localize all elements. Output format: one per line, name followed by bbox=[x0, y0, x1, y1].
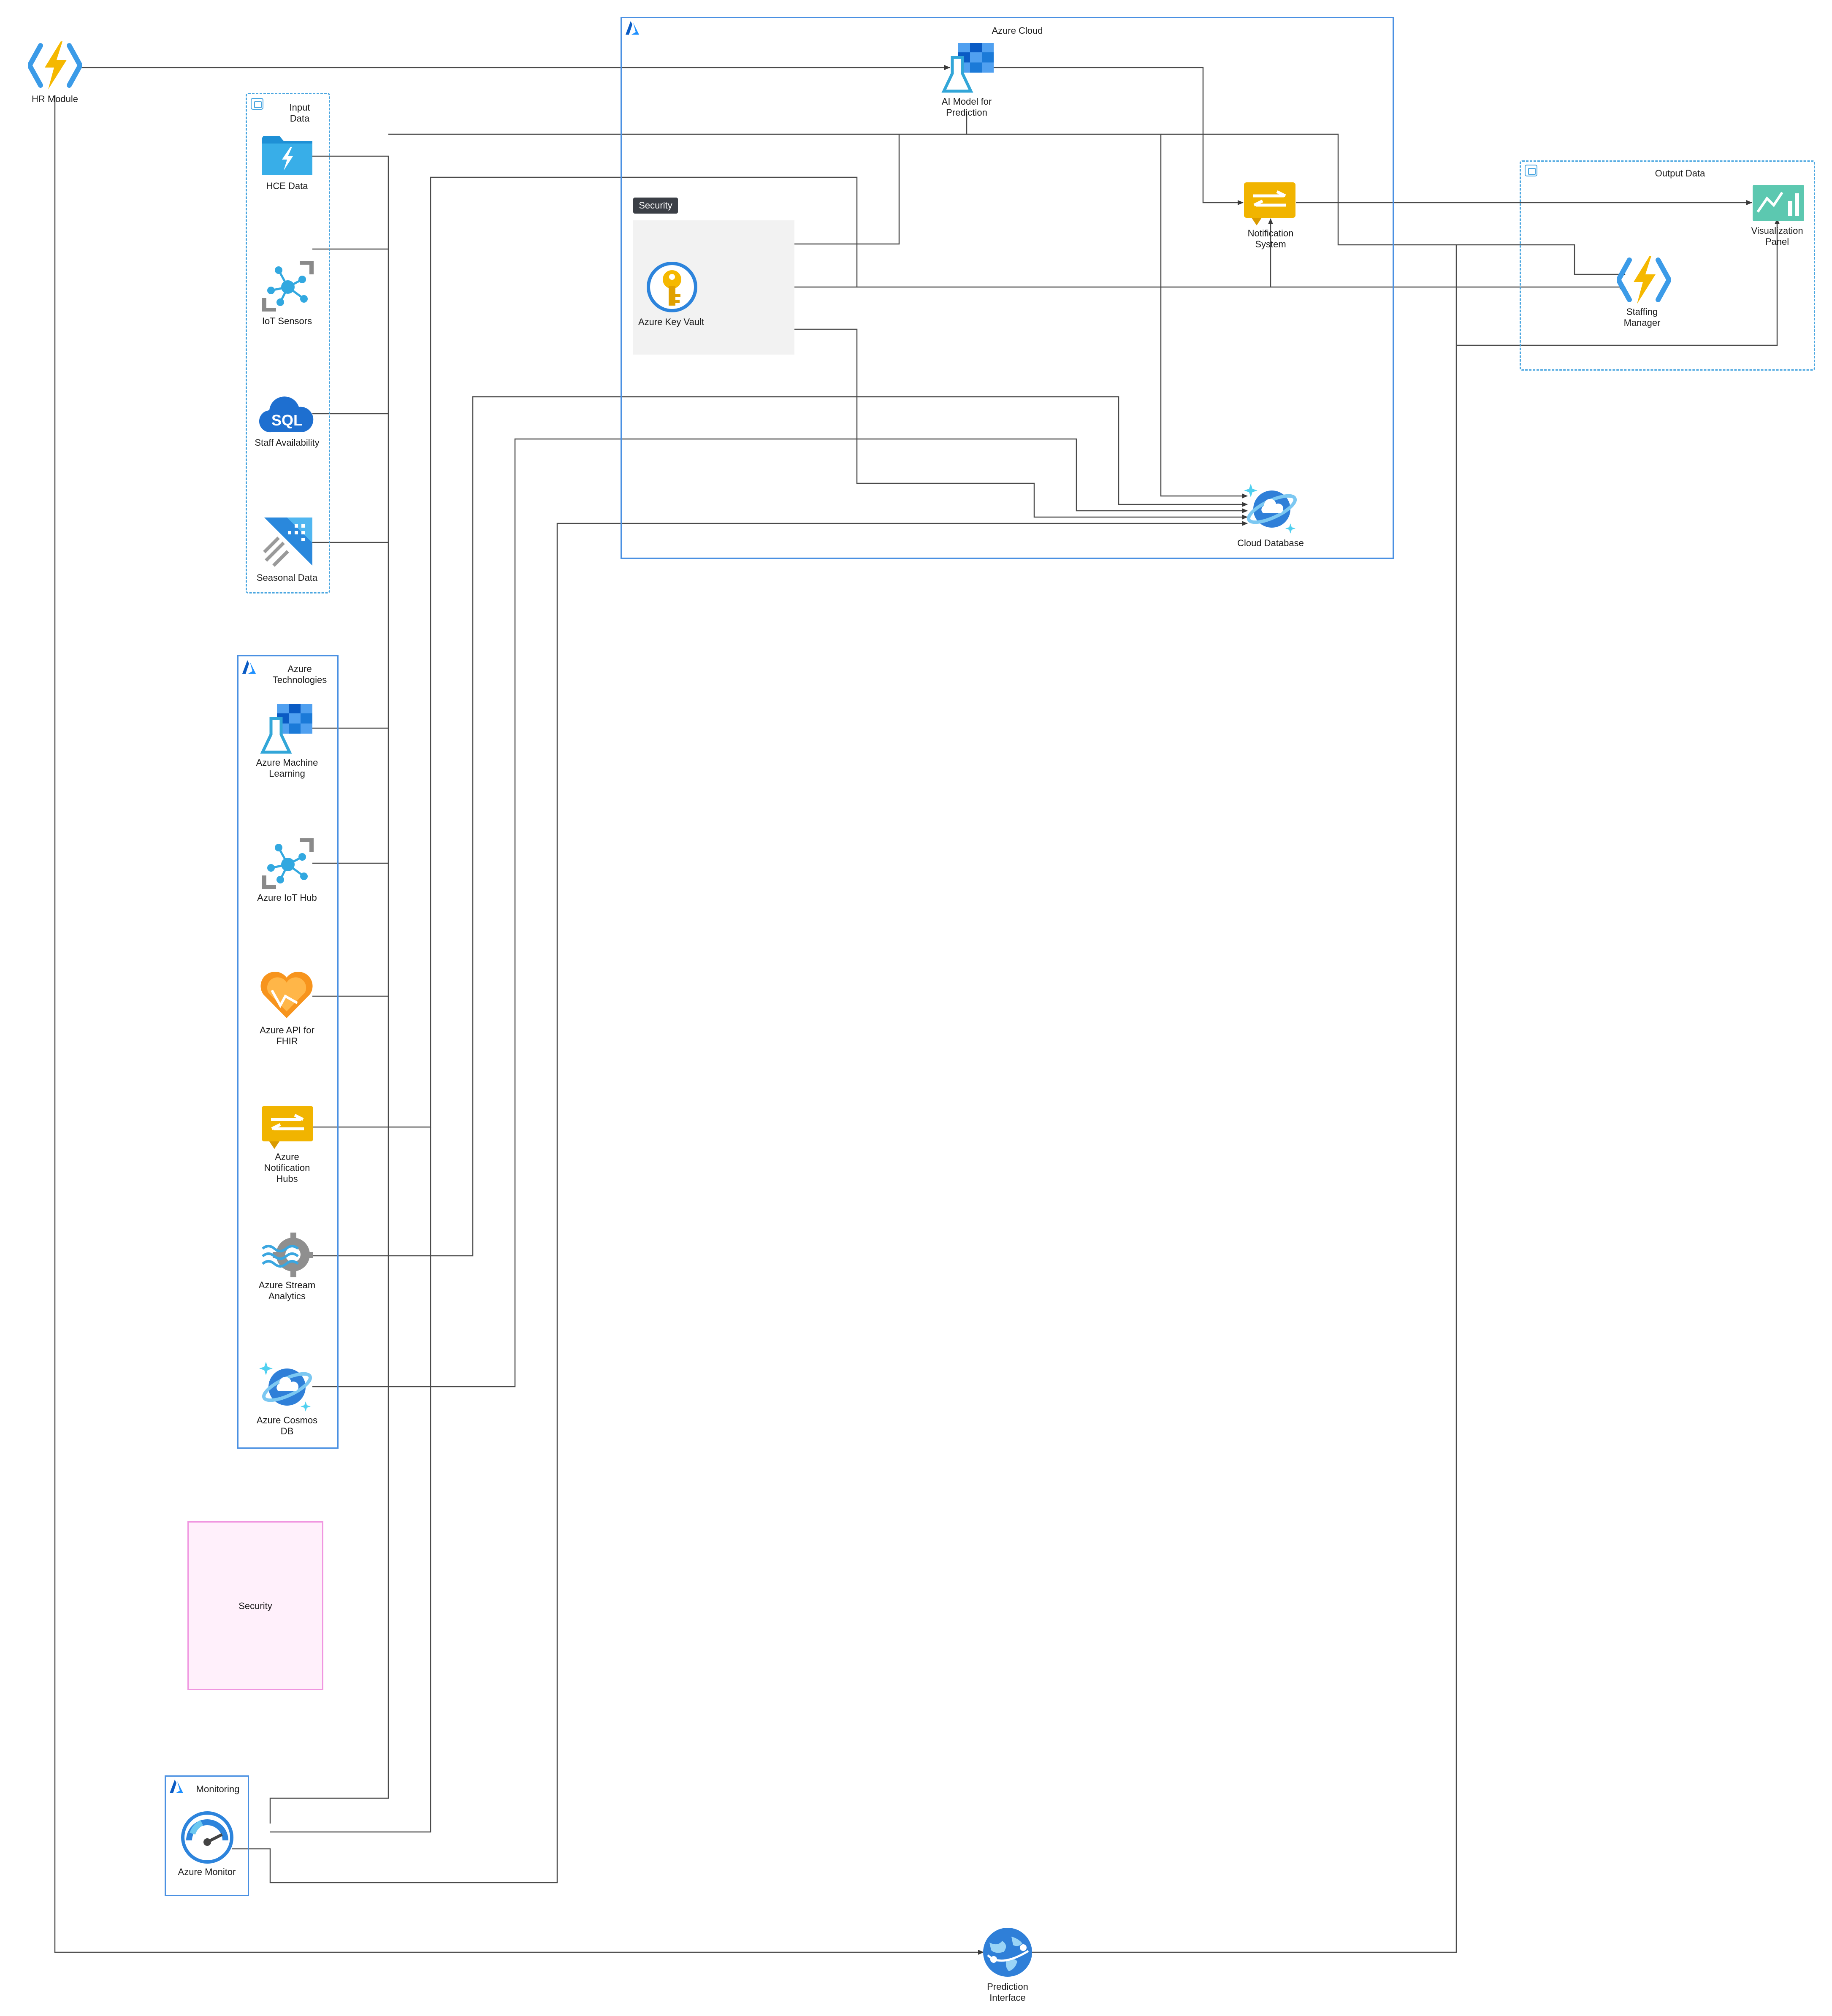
sql-cloud-icon[interactable]: SQL bbox=[259, 393, 314, 435]
edge-monitor-to-cloud-db bbox=[232, 521, 1248, 1883]
input-data-group bbox=[246, 93, 330, 593]
folder-lightning-icon[interactable] bbox=[261, 134, 313, 176]
stream-analytics-gear-icon[interactable] bbox=[261, 1230, 314, 1281]
edge-prediction-to-output bbox=[1030, 245, 1457, 1953]
sql-text: SQL bbox=[271, 412, 303, 429]
edge-input-bus bbox=[269, 155, 389, 1824]
iot-hub-icon[interactable] bbox=[262, 261, 314, 312]
security-badge: Security bbox=[633, 198, 678, 214]
security-box bbox=[187, 1521, 323, 1690]
hce-data-label: HCE Data bbox=[266, 181, 308, 191]
chart-panel-icon[interactable] bbox=[1752, 184, 1805, 222]
azure-notification-hubs-label: Azure Notification Hubs bbox=[264, 1152, 310, 1184]
data-factory-icon[interactable] bbox=[262, 516, 314, 568]
web-globe-icon[interactable] bbox=[981, 1926, 1034, 1979]
group-chip-icon bbox=[1525, 165, 1537, 176]
azure-fhir-label: Azure API for FHIR bbox=[260, 1025, 314, 1046]
azure-cloud-group bbox=[621, 17, 1394, 559]
azure-logo-icon bbox=[626, 21, 639, 35]
azure-cosmos-db-label: Azure Cosmos DB bbox=[256, 1415, 318, 1436]
edge-bus-to-cosmos bbox=[967, 133, 1248, 499]
edge-hr-to-prediction bbox=[54, 95, 984, 1955]
hr-module-label: HR Module bbox=[31, 94, 79, 104]
monitor-gauge-icon[interactable] bbox=[181, 1811, 234, 1864]
ai-model-label: AI Model for Prediction bbox=[941, 96, 992, 118]
edge-monitor-bus1 bbox=[270, 1127, 431, 1833]
azure-iot-hub-label: Azure IoT Hub bbox=[257, 892, 317, 903]
function-lightning-icon[interactable] bbox=[1617, 256, 1671, 304]
output-data-title: Output Data bbox=[1655, 168, 1705, 179]
azure-logo-icon bbox=[242, 660, 256, 674]
staff-availability-label: Staff Availability bbox=[255, 437, 320, 448]
key-vault-icon[interactable] bbox=[646, 261, 698, 313]
input-data-title: Input Data bbox=[289, 102, 310, 124]
azure-technologies-title: Azure Technologies bbox=[272, 664, 327, 685]
iot-sensors-label: IoT Sensors bbox=[262, 316, 312, 326]
visualization-panel-label: Visualization Panel bbox=[1751, 225, 1803, 247]
notification-system-label: Notification System bbox=[1247, 228, 1294, 249]
edge-notification-hubs bbox=[312, 176, 858, 1128]
cosmos-db-planet-icon[interactable] bbox=[1243, 481, 1298, 536]
azure-ml-label: Azure Machine Learning bbox=[256, 757, 318, 779]
machine-learning-flask-icon[interactable] bbox=[260, 702, 315, 755]
group-chip-icon bbox=[251, 98, 263, 110]
monitoring-group bbox=[165, 1775, 249, 1896]
edge-stream-analytics bbox=[312, 396, 1248, 1257]
azure-cloud-title: Azure Cloud bbox=[992, 25, 1043, 36]
key-vault-label: Azure Key Vault bbox=[638, 317, 705, 327]
machine-learning-flask-icon[interactable] bbox=[941, 41, 996, 94]
output-data-group bbox=[1520, 160, 1815, 371]
monitoring-title: Monitoring bbox=[196, 1784, 240, 1794]
notification-hub-icon[interactable] bbox=[261, 1105, 314, 1150]
cloud-database-label: Cloud Database bbox=[1237, 538, 1304, 548]
iot-hub-icon[interactable] bbox=[262, 838, 314, 889]
function-lightning-icon[interactable] bbox=[28, 41, 82, 89]
edge-output-to-visualization bbox=[1456, 218, 1780, 346]
azure-logo-icon bbox=[170, 1780, 183, 1793]
notification-hub-icon[interactable] bbox=[1243, 182, 1296, 226]
cosmos-db-planet-icon[interactable] bbox=[258, 1359, 313, 1414]
azure-stream-analytics-label: Azure Stream Analytics bbox=[258, 1280, 316, 1301]
edge-cosmos-db bbox=[312, 438, 1248, 1387]
azure-monitor-label: Azure Monitor bbox=[178, 1867, 236, 1877]
seasonal-data-label: Seasonal Data bbox=[256, 572, 318, 583]
prediction-interface-label: Prediction Interface bbox=[987, 1981, 1028, 2003]
azure-technologies-group bbox=[237, 655, 339, 1449]
staffing-manager-label: Staffing Manager bbox=[1623, 306, 1661, 328]
heart-api-icon[interactable] bbox=[259, 969, 314, 1020]
security-box-label: Security bbox=[238, 1601, 272, 1611]
edge-ai-to-notification bbox=[992, 67, 1244, 205]
